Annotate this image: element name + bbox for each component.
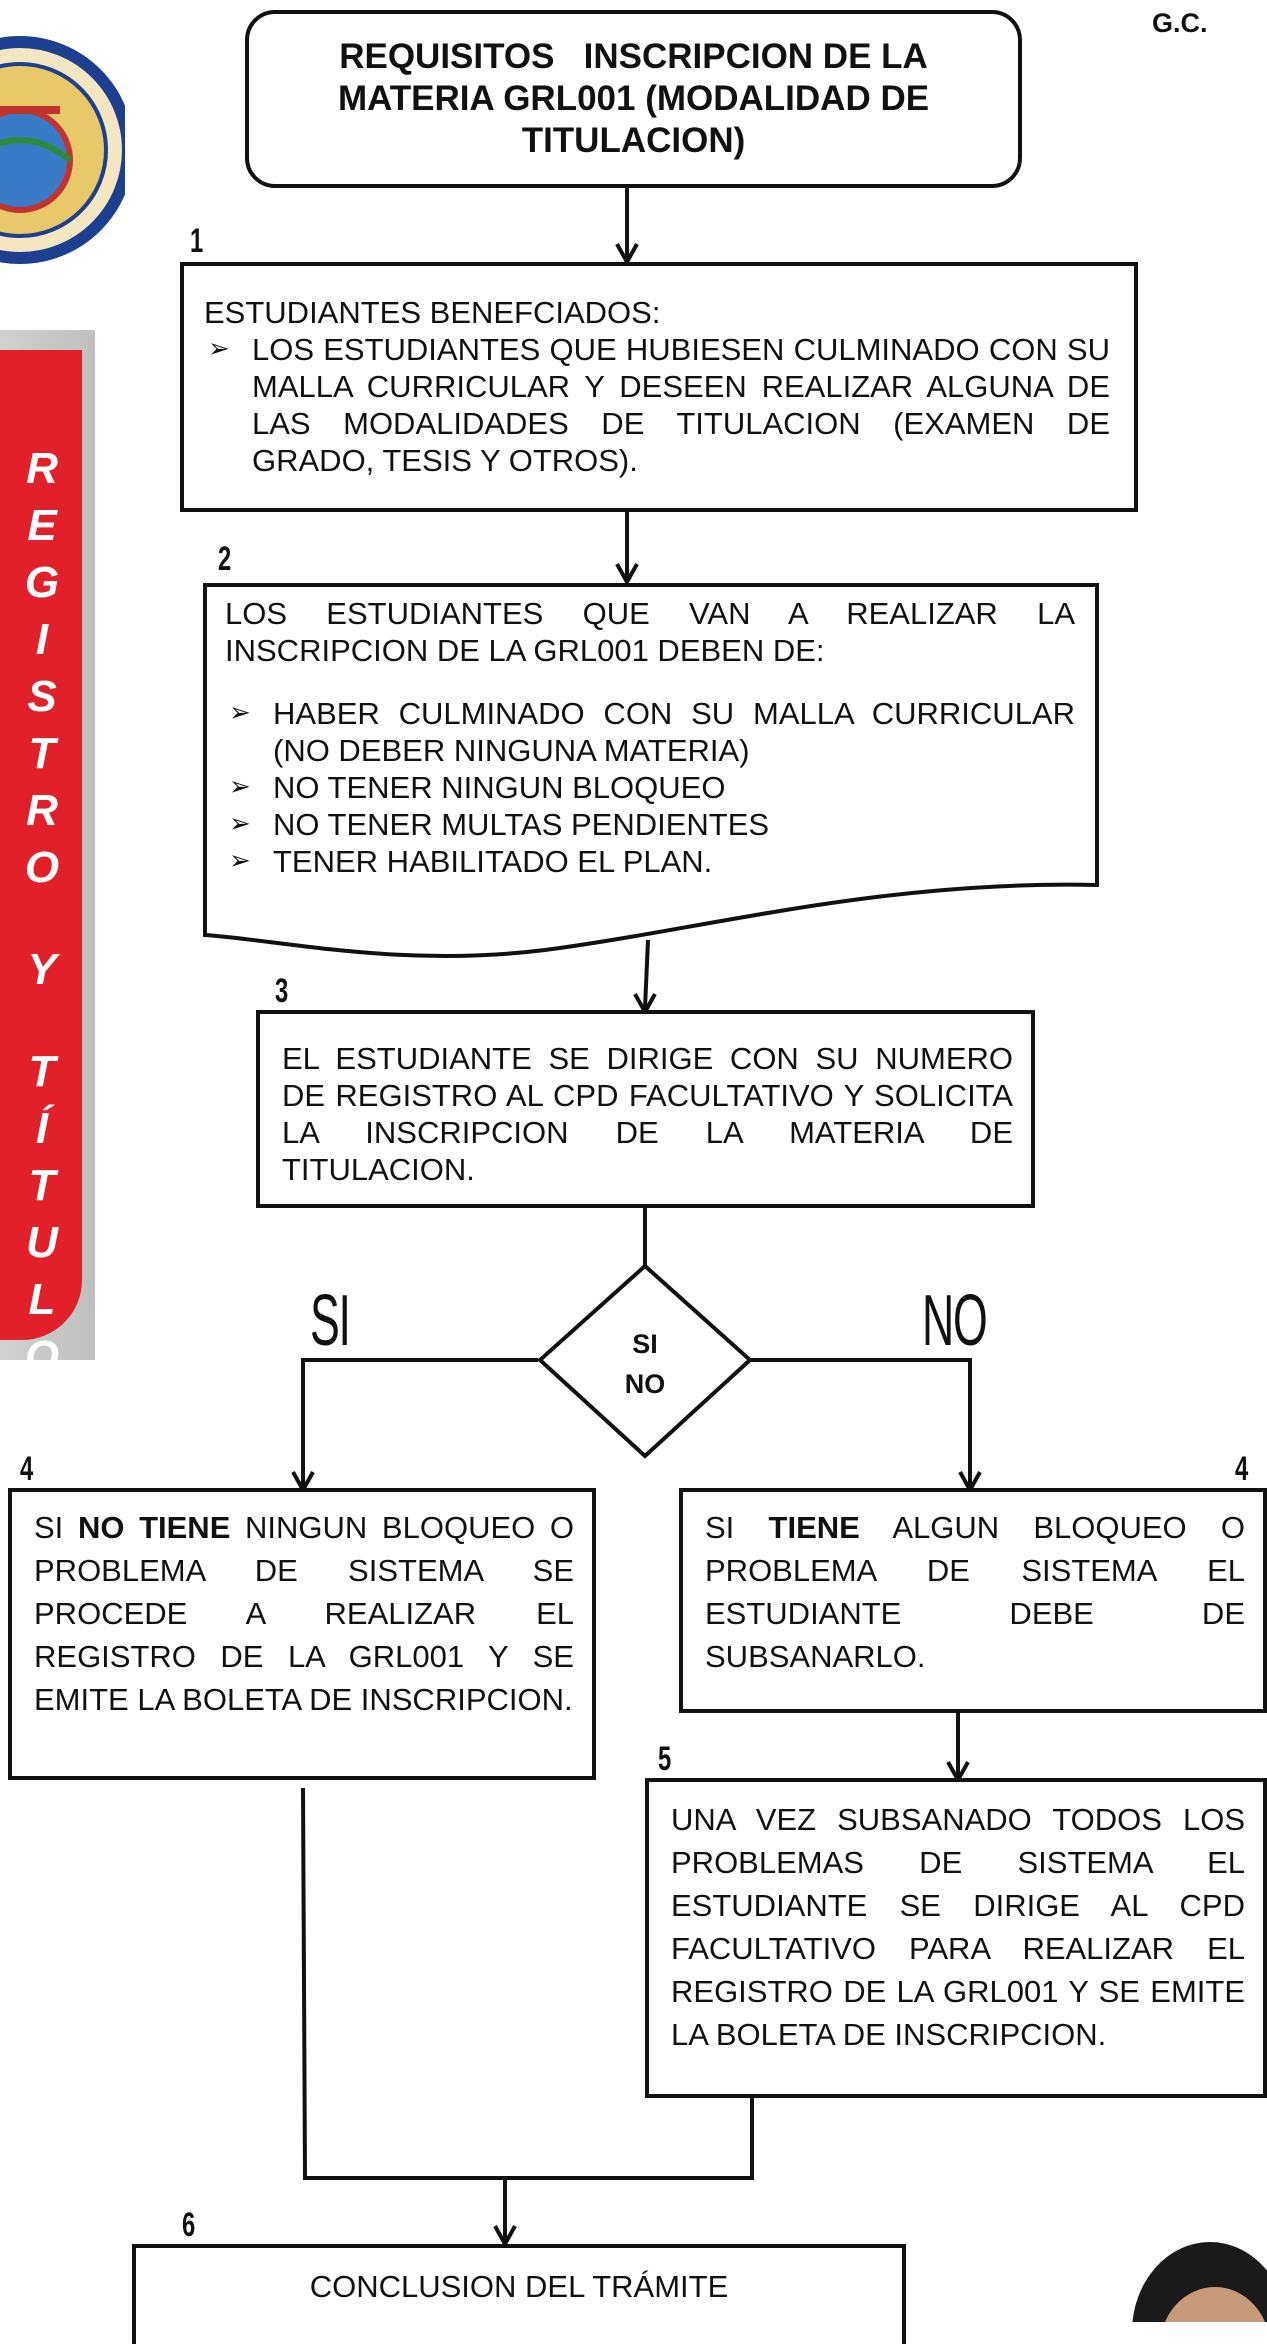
decision-label: SI NO <box>610 1324 680 1404</box>
decision-yes-label: SI <box>310 1281 351 1361</box>
step4-right-post: ALGUN BLOQUEO O PROBLEMA DE SISTEMA EL E… <box>705 1510 1245 1674</box>
step2-item-text: HABER CULMINADO CON SU MALLA CURRICULAR … <box>273 696 1075 768</box>
step2-intro: LOS ESTUDIANTES QUE VAN A REALIZAR LA IN… <box>225 596 1075 668</box>
banner-spacer <box>22 998 62 1043</box>
decision-diamond <box>537 1263 753 1459</box>
step-number-4-right: 4 <box>1235 1450 1249 1488</box>
step2-item: HABER CULMINADO CON SU MALLA CURRICULAR … <box>225 695 1075 769</box>
decision-label-line1: SI <box>632 1329 658 1359</box>
title-box: REQUISITOS INSCRIPCION DE LA MATERIA GRL… <box>245 10 1022 188</box>
banner-letter: T <box>28 729 56 778</box>
step6-box: CONCLUSION DEL TRÁMITE <box>132 2244 906 2344</box>
side-banner-red-bar: R E G I S T R O Y T Í T U L O S <box>0 350 82 1438</box>
step1-box: ESTUDIANTES BENEFCIADOS: LOS ESTUDIANTES… <box>180 262 1138 512</box>
decision-label-line2: NO <box>624 1369 666 1399</box>
banner-letter: O <box>24 843 60 892</box>
step5-text: UNA VEZ SUBSANADO TODOS LOS PROBLEMAS DE… <box>671 1802 1245 2052</box>
step-number-4-left: 4 <box>20 1450 34 1488</box>
step4-right-box: SI TIENE ALGUN BLOQUEO O PROBLEMA DE SIS… <box>679 1488 1267 1713</box>
banner-letter: Í <box>35 1104 49 1153</box>
banner-letter: S <box>27 1389 57 1438</box>
step4-right-pre: SI <box>705 1510 769 1545</box>
university-seal-logo <box>0 36 125 264</box>
step3-box: EL ESTUDIANTE SE DIRIGE CON SU NUMERO DE… <box>256 1010 1035 1208</box>
banner-letter: R <box>26 786 58 835</box>
step2-item: NO TENER NINGUN BLOQUEO <box>225 769 1075 806</box>
banner-letter: Y <box>27 945 57 994</box>
step6-text: CONCLUSION DEL TRÁMITE <box>309 2269 729 2304</box>
step4-right-bold: TIENE <box>768 1510 860 1545</box>
step2-item-text: TENER HABILITADO EL PLAN. <box>273 844 713 879</box>
banner-letter: U <box>26 1218 58 1267</box>
step2-content: LOS ESTUDIANTES QUE VAN A REALIZAR LA IN… <box>225 595 1075 880</box>
step4-left-box: SI NO TIENE NINGUN BLOQUEO O PROBLEMA DE… <box>8 1488 596 1780</box>
author-initials: G.C. <box>1152 8 1208 38</box>
step-number-5: 5 <box>658 1740 672 1778</box>
step-number-3: 3 <box>275 972 289 1010</box>
step4-left-post: NINGUN BLOQUEO O PROBLEMA DE SISTEMA SE … <box>34 1510 575 1717</box>
banner-letter: L <box>28 1275 56 1324</box>
step1-item: LOS ESTUDIANTES QUE HUBIESEN CULMINADO C… <box>204 331 1110 479</box>
banner-letter: T <box>28 1047 56 1096</box>
step-number-2: 2 <box>218 540 232 578</box>
step2-item-text: NO TENER MULTAS PENDIENTES <box>273 807 770 842</box>
side-banner: R E G I S T R O Y T Í T U L O S <box>0 330 95 1438</box>
step4-left-pre: SI <box>34 1510 78 1545</box>
banner-letter: T <box>28 1161 56 1210</box>
line-decision-yes <box>301 1358 538 1486</box>
banner-vertical-text: R E G I S T R O Y T Í T U L O S <box>22 440 62 1442</box>
step-number-1: 1 <box>190 222 204 260</box>
banner-letter: O <box>24 1332 60 1381</box>
line-decision-no <box>750 1358 972 1486</box>
step2-item: NO TENER MULTAS PENDIENTES <box>225 806 1075 843</box>
banner-letter: S <box>27 672 57 721</box>
step-number-6: 6 <box>182 2206 196 2244</box>
step4-left-bold: NO TIENE <box>77 1510 231 1545</box>
banner-letter: E <box>27 501 57 550</box>
step1-heading: ESTUDIANTES BENEFCIADOS: <box>204 295 661 330</box>
banner-letter: I <box>35 615 49 664</box>
person-photo <box>1132 2242 1267 2322</box>
banner-spacer <box>22 896 62 941</box>
page-title: REQUISITOS INSCRIPCION DE LA MATERIA GRL… <box>337 37 939 160</box>
step1-item-text: LOS ESTUDIANTES QUE HUBIESEN CULMINADO C… <box>252 332 1110 478</box>
step2-item-text: NO TENER NINGUN BLOQUEO <box>273 770 726 805</box>
step3-text: EL ESTUDIANTE SE DIRIGE CON SU NUMERO DE… <box>282 1041 1013 1187</box>
decision-no-label: NO <box>922 1281 988 1361</box>
line-merge <box>301 1787 754 2180</box>
step5-box: UNA VEZ SUBSANADO TODOS LOS PROBLEMAS DE… <box>645 1778 1267 2098</box>
step4-left-text: SI NO TIENE NINGUN BLOQUEO O PROBLEMA DE… <box>34 1506 574 1721</box>
arrow-step2-to-step3 <box>643 939 650 1009</box>
step2-item: TENER HABILITADO EL PLAN. <box>225 843 1075 880</box>
banner-letter: G <box>24 558 60 607</box>
step4-right-text: SI TIENE ALGUN BLOQUEO O PROBLEMA DE SIS… <box>705 1506 1245 1678</box>
banner-letter: R <box>26 444 58 493</box>
